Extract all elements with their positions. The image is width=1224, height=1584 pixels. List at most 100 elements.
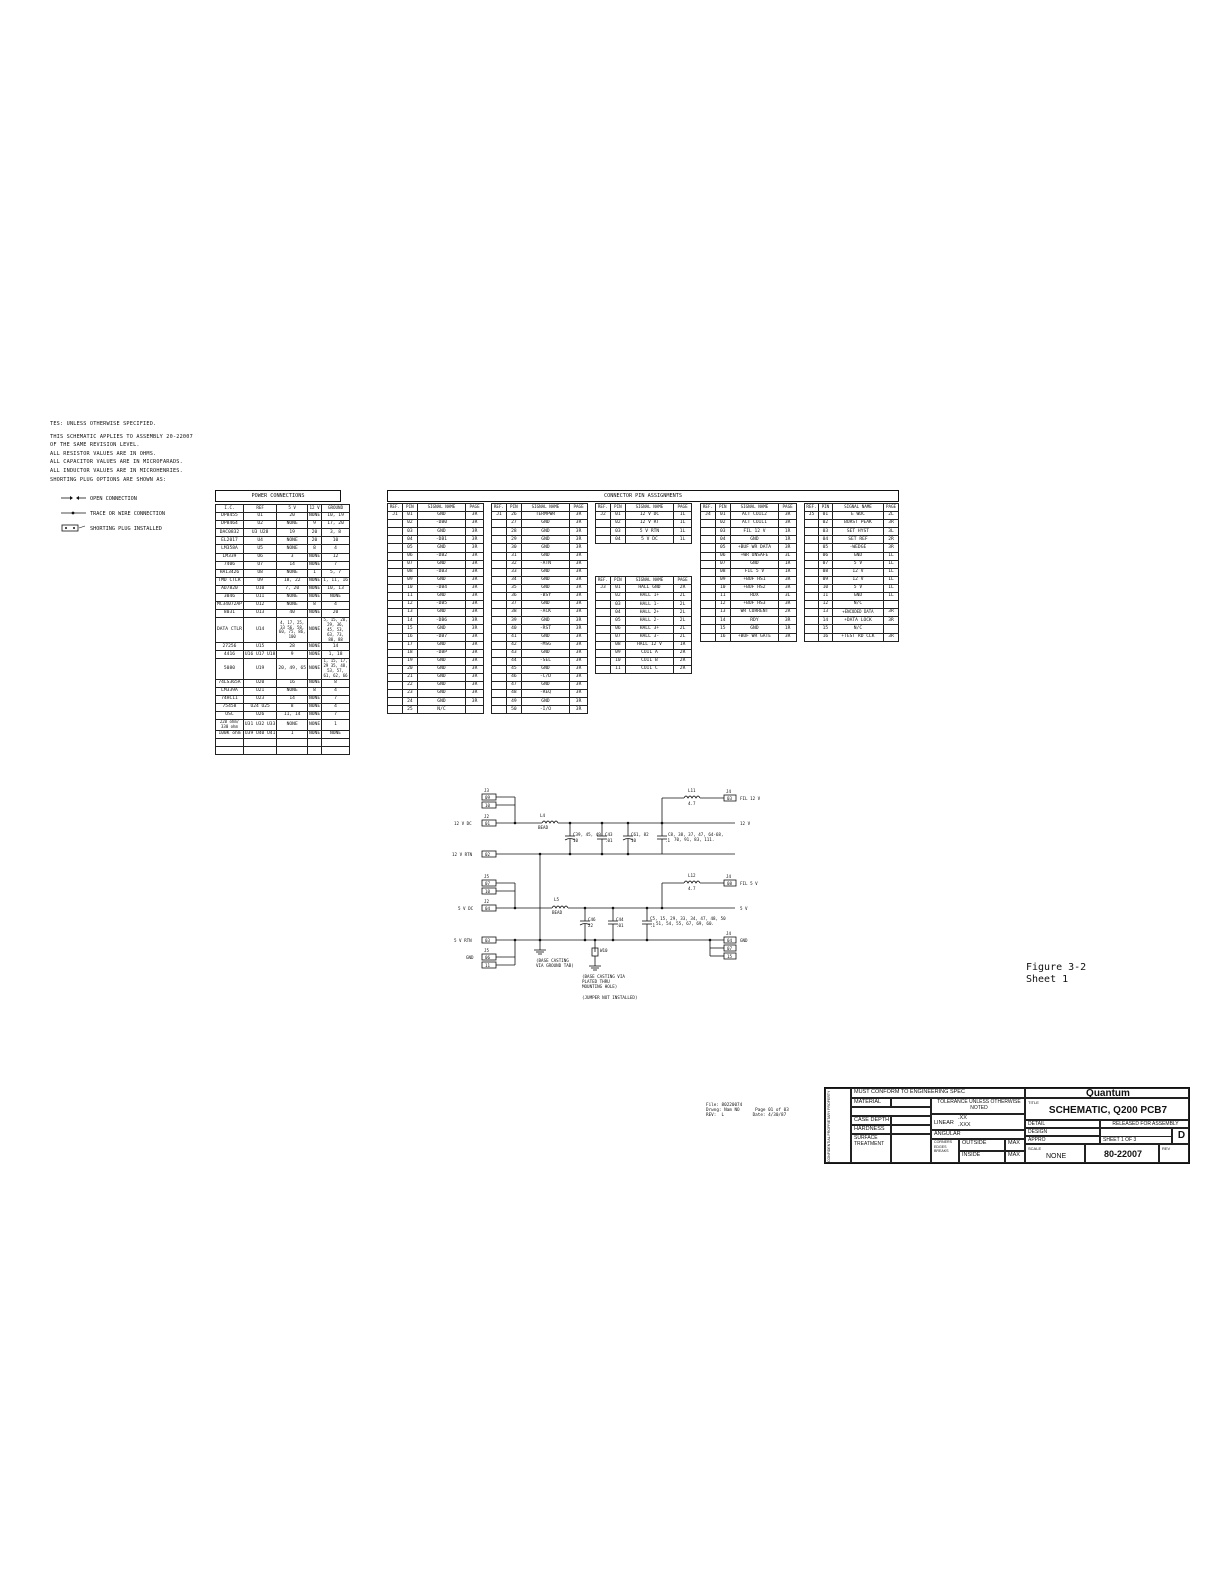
table-cell: GND: [831, 592, 885, 602]
table-cell: [491, 664, 507, 674]
table-cell: 13: [714, 608, 731, 618]
table-cell: N/C: [831, 624, 885, 634]
table-cell: [276, 737, 309, 747]
table-cell: 3R: [778, 600, 797, 610]
sheet-number: SHEET 1 OF 3: [1100, 1136, 1172, 1144]
table-cell: 3R: [465, 681, 484, 691]
table-cell: 09: [609, 648, 626, 658]
table-cell: 3L: [883, 527, 899, 537]
table-cell: [804, 583, 819, 594]
inductor-label: L11: [688, 788, 696, 793]
table-cell: 10, 19: [321, 512, 350, 522]
table-cell: 3R: [465, 567, 484, 577]
table-cell: NONE: [307, 584, 323, 595]
table-cell: 3R: [569, 681, 588, 691]
shorting-plug-legend: OPEN CONNECTION TRACE OR WIRE CONNECTION…: [60, 491, 165, 536]
j2-header-cell: SIGNAL NAME: [624, 502, 675, 513]
table-cell: 04: [817, 535, 833, 545]
table-cell: 12: [401, 600, 418, 610]
open-connection-icon: [60, 495, 90, 503]
table-cell: 1L: [673, 535, 692, 545]
table-cell: 07: [401, 559, 418, 569]
table-cell: 20: [307, 528, 323, 538]
table-cell: 01: [817, 511, 833, 521]
table-cell: 3R: [465, 535, 484, 545]
table-cell: GND: [520, 535, 571, 545]
shorting-plug-icon: [60, 524, 90, 534]
table-cell: U12: [242, 601, 278, 611]
table-cell: U3 U28: [242, 528, 278, 538]
table-cell: +ENCODED DATA: [831, 608, 885, 618]
table-cell: 3R: [883, 519, 899, 529]
table-cell: 7: [321, 694, 350, 704]
table-cell: 3R: [465, 543, 484, 553]
capacitor-label: 51, 54, 55, 67, 69, 60.: [656, 921, 714, 926]
table-cell: [595, 608, 611, 618]
capacitor-label: C8, 38, 37, 47, 64-68,: [668, 832, 723, 837]
table-cell: 7: [321, 560, 350, 570]
table-cell: 3R: [883, 608, 899, 618]
table-cell: HALL 2+: [624, 608, 675, 618]
table-cell: [595, 600, 611, 610]
table-cell: U19: [242, 658, 278, 680]
table-cell: 3R: [569, 527, 588, 537]
table-cell: -DB0: [416, 519, 467, 529]
table-cell: 26: [505, 511, 522, 521]
table-cell: [595, 656, 611, 667]
table-cell: 19: [401, 656, 418, 666]
table-cell: 3R: [465, 616, 484, 626]
table-cell: [242, 737, 278, 747]
table-cell: 49: [505, 697, 522, 707]
table-cell: GND: [729, 535, 780, 545]
conform-note: MUST CONFORM TO ENGINEERING SPEC: [851, 1088, 1025, 1098]
table-cell: [387, 608, 403, 618]
table-cell: GND: [729, 624, 780, 634]
table-cell: 20: [307, 536, 323, 546]
table-cell: 9: [276, 650, 309, 660]
capacitor-label: C44: [616, 917, 624, 922]
table-cell: NONE: [321, 729, 350, 739]
table-cell: 1: [307, 568, 323, 578]
table-cell: 3R: [883, 543, 899, 553]
table-cell: 7, 20: [276, 584, 309, 595]
table-cell: [804, 567, 819, 577]
j1b-header-cell: SIGNAL NAME: [520, 502, 571, 513]
table-cell: 3R: [465, 583, 484, 594]
table-cell: 48: [505, 689, 522, 699]
table-cell: NONE: [307, 576, 323, 586]
table-cell: GND: [520, 648, 571, 658]
table-cell: 1, 11, 16: [321, 576, 350, 586]
table-cell: [387, 575, 403, 585]
table-cell: HALL 2-: [624, 616, 675, 626]
table-cell: 40: [505, 624, 522, 634]
table-cell: [491, 640, 507, 650]
pin-label: J5: [484, 948, 490, 953]
j1a-header-cell: PIN: [401, 502, 418, 513]
j5-header-cell: REF.: [804, 502, 819, 513]
table-cell: OSC: [215, 711, 244, 721]
table-cell: [387, 681, 403, 691]
table-cell: 3R: [465, 632, 484, 642]
inductor-value: BEAD: [552, 910, 563, 915]
table-cell: [595, 648, 611, 658]
table-cell: 5 V: [831, 583, 885, 594]
table-cell: [491, 519, 507, 529]
pin-label: J2: [484, 899, 490, 904]
capacitor-value: .01: [616, 923, 624, 928]
drawing-size: D: [1172, 1128, 1189, 1144]
inside-max: MAX: [1005, 1151, 1025, 1163]
